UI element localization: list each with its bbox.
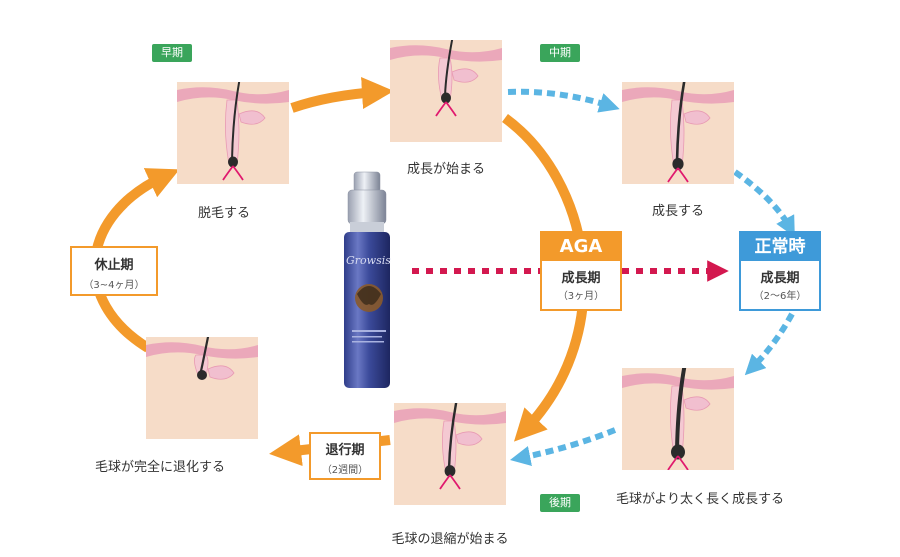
tag-late: 後期 (540, 494, 580, 512)
hair-bulb (672, 157, 684, 171)
hair-bulb (671, 444, 685, 460)
phase-regress-title: 退行期 (325, 443, 365, 458)
epidermis (390, 45, 502, 62)
gland (455, 431, 483, 446)
gland (238, 110, 266, 125)
phase-normal-title: 成長期 (760, 271, 800, 286)
caption-start: 成長が始まる (406, 162, 486, 177)
phase-aga-title: 成長期 (561, 271, 601, 286)
papilla (439, 474, 461, 490)
phase-aga: AGA 成長期 （3ヶ月） (540, 231, 622, 311)
phase-regress-duration: （2週間） (321, 465, 369, 476)
tag-early: 早期 (152, 44, 192, 62)
panel-start (390, 29, 502, 142)
gland (683, 110, 711, 125)
arrow-thicken-to-shrink (509, 427, 617, 467)
caption-shed: 脱毛する (197, 206, 251, 221)
panel-shed (177, 71, 289, 184)
phase-normal: 正常時 成長期 （2～6年） (739, 231, 821, 311)
hair-bulb (228, 156, 238, 168)
hair-bulb (444, 465, 456, 477)
arrow-start-to-grow (507, 88, 620, 113)
epidermis (622, 87, 734, 104)
panel-thicken (622, 356, 734, 471)
panel-regressed (146, 325, 258, 439)
phase-rest-duration: （3~4ヶ月） (83, 280, 145, 291)
hair-bulb (197, 370, 207, 380)
product-bottle: Growsis (332, 170, 404, 392)
product-brand: Growsis (346, 254, 391, 267)
gland (451, 68, 479, 83)
papilla (667, 167, 689, 183)
papilla (667, 455, 689, 471)
arrow-grow-to-normal (733, 169, 795, 237)
panel-shrink (394, 391, 506, 505)
phase-aga-duration: （3ヶ月） (557, 291, 605, 302)
caption-shrink: 毛球の退縮が始まる (391, 532, 509, 547)
bottle-illustration (344, 171, 390, 388)
papilla (435, 101, 457, 117)
phase-normal-header: 正常時 (741, 233, 819, 261)
tag-middle: 中期 (540, 44, 580, 62)
epidermis (146, 342, 258, 359)
phase-aga-header: AGA (542, 233, 620, 261)
epidermis (622, 373, 734, 390)
caption-full-regress: 毛球が完全に退化する (94, 460, 226, 475)
phase-rest: 休止期 （3~4ヶ月） (70, 246, 158, 296)
panel-grow (622, 70, 734, 184)
hair-bulb (441, 92, 451, 104)
gland (683, 396, 711, 411)
phase-normal-duration: （2～6年） (753, 291, 807, 302)
gland (207, 365, 235, 380)
epidermis (177, 87, 289, 104)
arrow-normal-to-thicken (744, 312, 795, 376)
caption-thicken: 毛球がより太く長く成長する (615, 492, 785, 507)
epidermis (394, 408, 506, 425)
papilla (222, 165, 244, 181)
phase-rest-title: 休止期 (94, 258, 134, 273)
phase-regress: 退行期 （2週間） (309, 432, 381, 480)
arrow-shed-to-start (290, 77, 394, 113)
caption-grow: 成長する (651, 204, 705, 219)
